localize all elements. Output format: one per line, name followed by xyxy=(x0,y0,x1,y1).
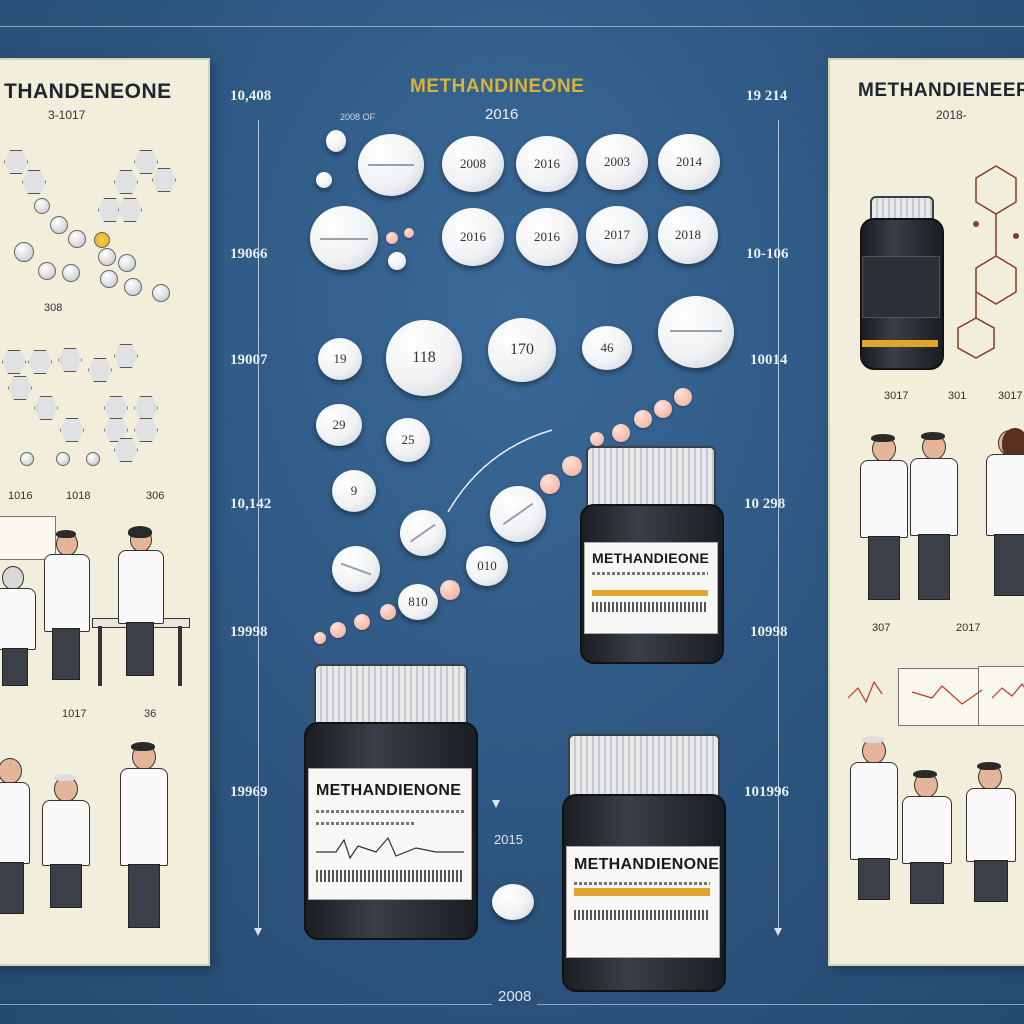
bottle-bottom-right-label: METHANDIENONE xyxy=(574,856,720,873)
timeline-left-label: 19066 xyxy=(230,246,268,262)
mid-year: 2015 xyxy=(494,832,523,847)
pill: 2008 xyxy=(442,136,504,192)
pill: 2018 xyxy=(658,206,718,264)
pill xyxy=(326,130,346,152)
left-panel-subtitle: 3-1017 xyxy=(48,108,86,122)
left-caption-2a: 1016 xyxy=(8,490,33,502)
pill xyxy=(490,486,546,542)
timeline-left-label: 10,142 xyxy=(230,496,272,512)
right-caption-1b: 301 xyxy=(948,390,967,402)
timeline-right-label: 10998 xyxy=(750,624,788,640)
arrow-down-icon xyxy=(492,800,500,808)
left-caption-1: 308 xyxy=(44,302,63,314)
pill: 2017 xyxy=(586,206,648,264)
timeline-left-label: 19969 xyxy=(230,784,268,800)
pill: 25 xyxy=(386,418,430,462)
left-caption-3b: 36 xyxy=(144,708,157,720)
pill xyxy=(400,510,446,556)
bottle-bottom-left-label: METHANDIENONE xyxy=(316,782,462,799)
timeline-right-label: 101996 xyxy=(744,784,789,800)
center-title: METHANDINEONE xyxy=(410,76,585,97)
pill xyxy=(388,252,406,270)
pill: 2014 xyxy=(658,134,720,190)
right-caption-2b: 2017 xyxy=(956,622,981,634)
right-panel-title: METHANDIENEER xyxy=(858,80,1024,101)
pill xyxy=(310,206,378,270)
small-label: 2008 OF xyxy=(340,112,376,122)
trajectory-arrow-icon xyxy=(447,429,553,513)
pill xyxy=(316,172,332,188)
pill: 46 xyxy=(582,326,632,370)
timeline-right-label: 19 214 xyxy=(746,88,788,104)
left-panel-title: THANDENEONE xyxy=(4,80,172,103)
right-panel-subtitle: 2018- xyxy=(936,108,967,122)
bottle-top-right-label: METHANDIEONE xyxy=(592,550,710,566)
pill: 170 xyxy=(488,318,556,382)
pill: 810 xyxy=(398,584,438,620)
timeline-left-label: 10,408 xyxy=(230,88,272,104)
pill: 2016 xyxy=(516,136,578,192)
timeline-left-label: 19998 xyxy=(230,624,268,640)
left-caption-2c: 306 xyxy=(146,490,165,502)
left-caption-3a: 1017 xyxy=(62,708,87,720)
timeline-right-arrow-icon xyxy=(774,928,782,936)
timeline-right-line xyxy=(778,120,779,928)
pill: 19 xyxy=(318,338,362,380)
right-panel: METHANDIENEER 2018- 3017 301 3017 xyxy=(828,58,1024,966)
pill xyxy=(492,884,534,920)
pill: 9 xyxy=(332,470,376,512)
pill xyxy=(658,296,734,368)
dot xyxy=(404,228,414,238)
pill: 2016 xyxy=(516,208,578,266)
timeline-right-label: 10014 xyxy=(750,352,788,368)
timeline-left-label: 19007 xyxy=(230,352,268,368)
pill: 010 xyxy=(466,546,508,586)
left-panel: THANDENEONE 3-1017 308 xyxy=(0,58,210,966)
center-year: 2016 xyxy=(485,106,519,123)
timeline-left-line xyxy=(258,120,259,928)
right-caption-1a: 3017 xyxy=(884,390,909,402)
pill: 29 xyxy=(316,404,362,446)
pill: 2016 xyxy=(442,208,504,266)
top-frame-line xyxy=(0,26,1024,27)
left-caption-2b: 1018 xyxy=(66,490,91,502)
timeline-right-label: 10-106 xyxy=(746,246,789,262)
pill xyxy=(332,546,380,592)
right-caption-2a: 307 xyxy=(872,622,891,634)
timeline-right-label: 10 298 xyxy=(744,496,786,512)
pill xyxy=(358,134,424,196)
timeline-left-arrow-icon xyxy=(254,928,262,936)
bottom-year: 2008 xyxy=(492,988,538,1005)
dot xyxy=(386,232,398,244)
right-caption-1c: 3017 xyxy=(998,390,1023,402)
pill: 2003 xyxy=(586,134,648,190)
pill: 118 xyxy=(386,320,462,396)
